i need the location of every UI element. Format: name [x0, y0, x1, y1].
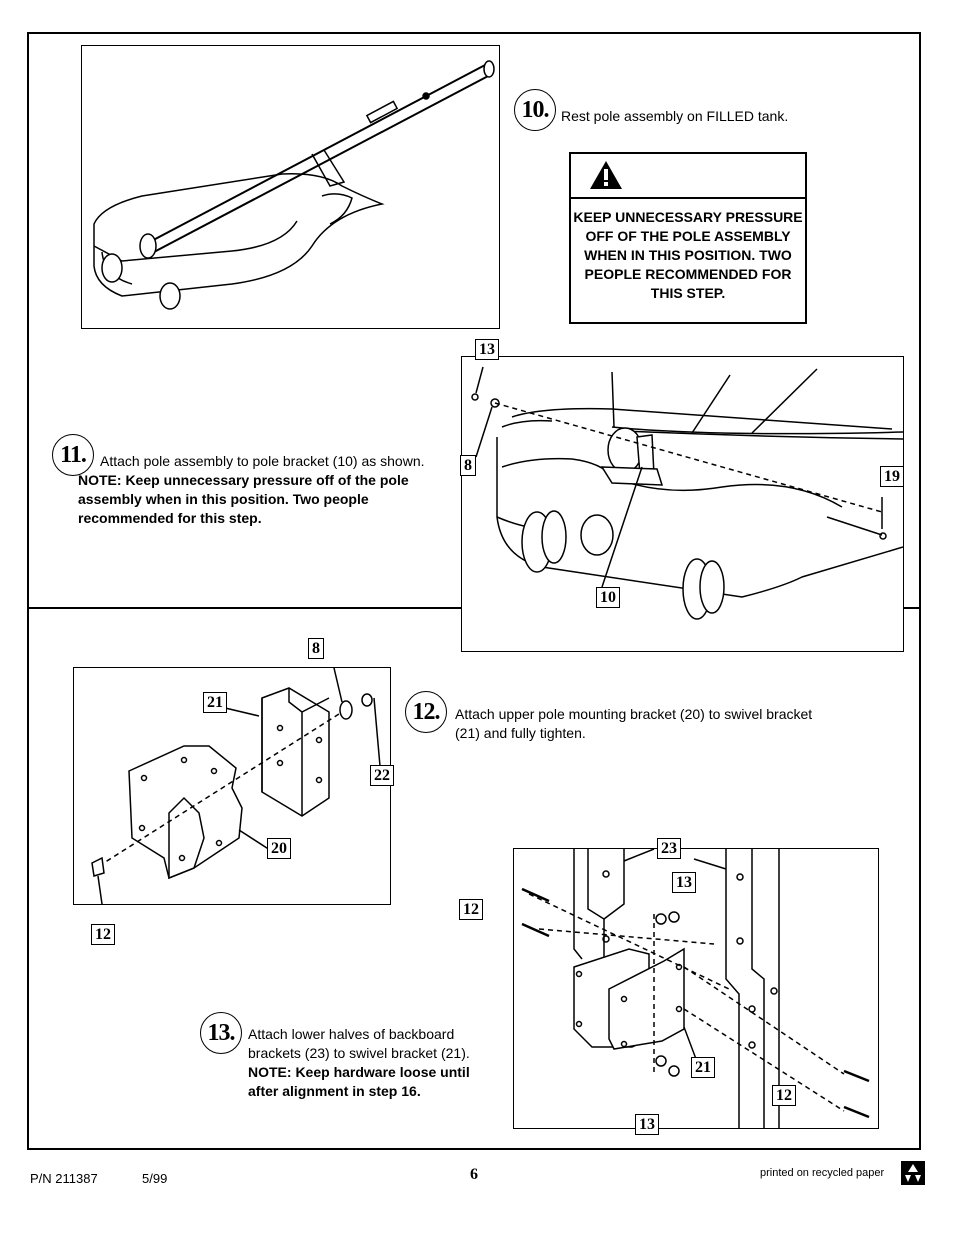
figure-pole-bracket	[461, 356, 904, 652]
callout-8-fig2: 8	[460, 455, 476, 476]
callout-20-fig3: 20	[267, 838, 291, 859]
part-number: P/N 211387	[30, 1171, 98, 1186]
step-11-number: 11.	[52, 434, 94, 476]
warning-box: KEEP UNNECESSARY PRESSURE OFF OF THE POL…	[569, 152, 807, 324]
figure-lower-brackets	[513, 848, 879, 1129]
callout-12-fig4-left: 12	[459, 899, 483, 920]
warning-triangle-icon	[590, 161, 622, 189]
page-frame	[27, 32, 921, 1150]
warning-header	[571, 154, 805, 199]
step-12-text: Attach upper pole mounting bracket (20) …	[455, 706, 813, 741]
step-10-text: Rest pole assembly on FILLED tank.	[561, 108, 789, 124]
step-12-number: 12.	[405, 691, 447, 733]
warning-text: KEEP UNNECESSARY PRESSURE OFF OF THE POL…	[573, 209, 803, 301]
step-13-body: Attach lower halves of backboard bracket…	[248, 1026, 470, 1061]
step-11-note: NOTE: Keep unnecessary pressure off of t…	[78, 472, 409, 526]
step-11-body: Attach pole assembly to pole bracket (10…	[100, 453, 425, 469]
step-10-number: 10.	[514, 89, 556, 131]
callout-23-fig4: 23	[657, 838, 681, 859]
page-number: 6	[470, 1166, 478, 1183]
callout-13-fig2: 13	[475, 339, 499, 360]
recycled-paper-note: printed on recycled paper	[760, 1167, 885, 1179]
callout-10-fig2: 10	[596, 587, 620, 608]
callout-12-fig4-right: 12	[772, 1085, 796, 1106]
step-13-number: 13.	[200, 1012, 242, 1054]
figure-upper-bracket	[73, 667, 391, 905]
callout-8-fig3: 8	[308, 638, 324, 659]
callout-12-fig3: 12	[91, 924, 115, 945]
recycle-logo-icon	[901, 1161, 925, 1185]
callout-21-fig3: 21	[203, 692, 227, 713]
callout-13-fig4-top: 13	[672, 872, 696, 893]
revision-date: 5/99	[142, 1171, 168, 1186]
callout-19-fig2: 19	[880, 466, 904, 487]
figure-pole-on-tank	[81, 45, 500, 329]
step-11-text: Attach pole assembly to pole bracket (10…	[78, 452, 448, 528]
callout-13-fig4-bottom: 13	[635, 1114, 659, 1135]
callout-22-fig3: 22	[370, 765, 394, 786]
callout-21-fig4: 21	[691, 1057, 715, 1078]
step-13-text: Attach lower halves of backboard bracket…	[248, 1025, 503, 1101]
step-13-note: NOTE: Keep hardware loose until after al…	[248, 1064, 470, 1099]
